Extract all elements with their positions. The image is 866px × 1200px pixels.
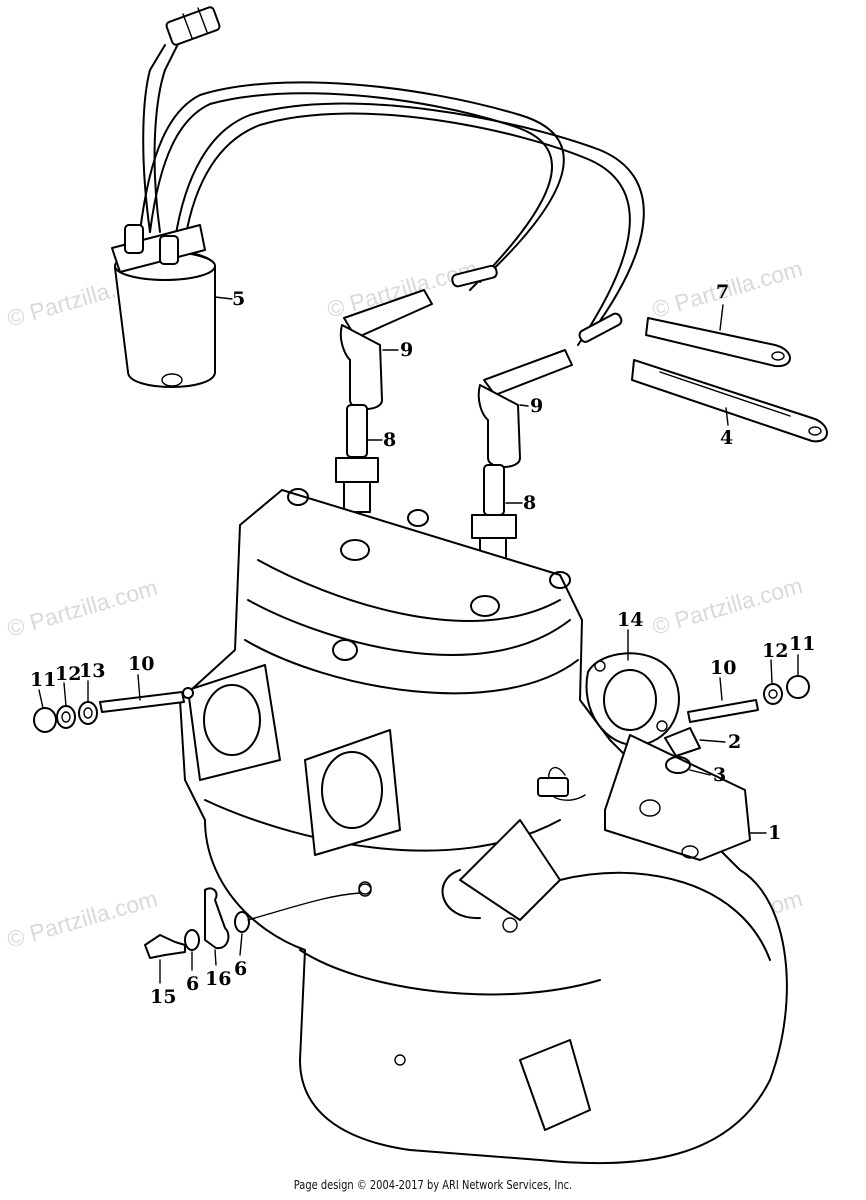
callout-12: 12 bbox=[55, 663, 81, 685]
callout-12: 12 bbox=[762, 640, 788, 662]
callout-13: 13 bbox=[79, 660, 105, 682]
callout-16: 16 bbox=[205, 968, 231, 990]
ignition-wires bbox=[139, 6, 645, 346]
watermark: © Partzilla.com bbox=[4, 885, 160, 953]
callout-14: 14 bbox=[617, 609, 643, 631]
watermark: © Partzilla.com bbox=[649, 572, 805, 640]
callout-8: 8 bbox=[383, 429, 396, 451]
ignition-coil bbox=[111, 224, 216, 388]
footer-copyright: Page design © 2004-2017 by ARI Network S… bbox=[293, 1177, 573, 1192]
callout-11: 11 bbox=[789, 633, 815, 655]
callout-11: 11 bbox=[30, 669, 56, 691]
callout-7: 7 bbox=[716, 281, 729, 303]
callout-6: 6 bbox=[186, 973, 199, 995]
callout-5: 5 bbox=[232, 288, 245, 310]
exhaust-gasket bbox=[585, 652, 680, 747]
right-fasteners bbox=[687, 675, 810, 723]
callout-10: 10 bbox=[710, 657, 736, 679]
callout-4: 4 bbox=[720, 427, 733, 449]
callout-8: 8 bbox=[523, 492, 536, 514]
callout-15: 15 bbox=[150, 986, 176, 1008]
callout-9: 9 bbox=[530, 395, 543, 417]
regulator-bracket bbox=[537, 727, 751, 861]
callout-2: 2 bbox=[728, 731, 741, 753]
brackets bbox=[631, 317, 828, 443]
callout-1: 1 bbox=[768, 822, 781, 844]
callout-3: 3 bbox=[713, 764, 726, 786]
callouts: 5 9 9 7 4 8 8 14 11 12 13 10 10 12 11 2 … bbox=[30, 281, 815, 1008]
callout-9: 9 bbox=[400, 339, 413, 361]
left-fasteners bbox=[33, 687, 194, 733]
drain-fittings bbox=[144, 883, 372, 959]
watermark: © Partzilla.com bbox=[4, 574, 160, 642]
spark-plug-caps bbox=[339, 264, 623, 468]
callout-6: 6 bbox=[234, 958, 247, 980]
engine-block bbox=[179, 488, 788, 1165]
callout-10: 10 bbox=[128, 653, 154, 675]
